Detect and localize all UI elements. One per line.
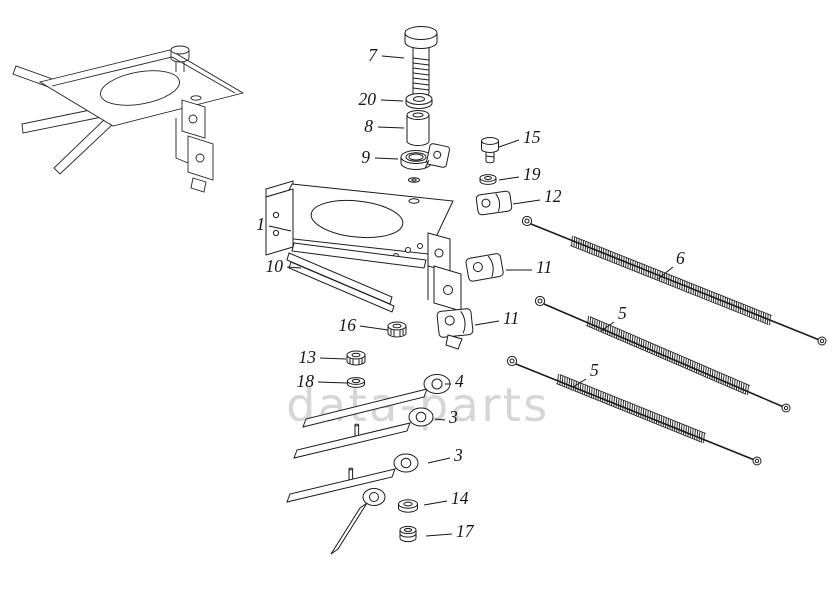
part-cap-17 <box>399 525 417 543</box>
callout-label-17: 17 <box>456 521 475 541</box>
callout-label-12: 12 <box>544 186 562 206</box>
callout-label-3: 3 <box>453 445 463 465</box>
callout-leader-3 <box>434 418 446 421</box>
callout-label-8: 8 <box>364 116 373 136</box>
callout-label-5: 5 <box>590 360 599 380</box>
callout-label-11: 11 <box>503 308 519 328</box>
callout-leader-1 <box>268 225 292 232</box>
part-washer-18 <box>347 377 365 388</box>
callout-label-20: 20 <box>359 89 377 109</box>
callout-label-10: 10 <box>266 256 284 276</box>
callout-leader-10 <box>286 266 302 269</box>
callout-label-15: 15 <box>523 127 541 147</box>
callout-label-16: 16 <box>339 315 357 335</box>
callout-leader-20 <box>380 99 404 102</box>
part-ring-under-9 <box>408 177 420 183</box>
part-rod-6 <box>521 215 827 346</box>
part-bolt-15 <box>481 137 499 164</box>
callout-label-5: 5 <box>618 303 627 323</box>
callout-leader-16 <box>359 325 389 331</box>
callout-label-18: 18 <box>297 371 315 391</box>
callout-label-4: 4 <box>455 371 464 391</box>
callout-leader-18 <box>317 381 348 384</box>
callout-label-7: 7 <box>368 45 378 65</box>
callout-leader-9 <box>374 157 399 160</box>
callout-leader-14 <box>423 500 448 506</box>
part-lever-3a <box>293 407 434 459</box>
part-rod-5a <box>534 295 791 413</box>
callout-label-11: 11 <box>536 257 552 277</box>
callout-leader-15 <box>498 139 520 148</box>
callout-leader-6 <box>657 266 674 280</box>
part-washer-20 <box>405 93 433 109</box>
callout-leader-8 <box>377 126 405 129</box>
part-bar-10 <box>286 252 395 313</box>
callout-leader-5 <box>600 321 615 332</box>
part-washer-19 <box>479 174 497 185</box>
callout-label-3: 3 <box>448 407 458 427</box>
rods-with-springs <box>506 215 827 466</box>
callout-label-6: 6 <box>676 248 685 268</box>
callout-leader-7 <box>381 55 405 59</box>
part-clip-near-9 <box>424 143 451 168</box>
callout-leader-5 <box>572 378 587 388</box>
part-clamp-11a <box>465 253 504 282</box>
callout-label-13: 13 <box>299 347 317 367</box>
part-nut-13 <box>346 350 366 366</box>
part-clamp-11b <box>436 308 474 350</box>
part-washer-14 <box>398 499 418 513</box>
callout-leader-11 <box>474 320 500 326</box>
part-rod-5b <box>506 355 762 466</box>
callout-label-19: 19 <box>523 164 541 184</box>
part-bushing-8 <box>406 110 430 146</box>
callout-leader-17 <box>425 533 453 537</box>
assembled-view-inset <box>12 45 245 193</box>
callout-leader-12 <box>512 199 541 205</box>
callout-label-1: 1 <box>256 214 265 234</box>
part-lever-3c <box>330 488 386 555</box>
part-bolt-7 <box>404 26 438 97</box>
callout-label-9: 9 <box>361 147 370 167</box>
callout-leader-19 <box>498 176 520 181</box>
callout-label-14: 14 <box>451 488 469 508</box>
callout-leader-13 <box>319 357 347 360</box>
part-lever-4 <box>302 374 451 428</box>
callout-leader-3 <box>427 457 451 464</box>
part-lever-3b <box>286 453 419 503</box>
part-nut-16 <box>387 321 407 338</box>
part-clamp-12 <box>475 190 513 216</box>
